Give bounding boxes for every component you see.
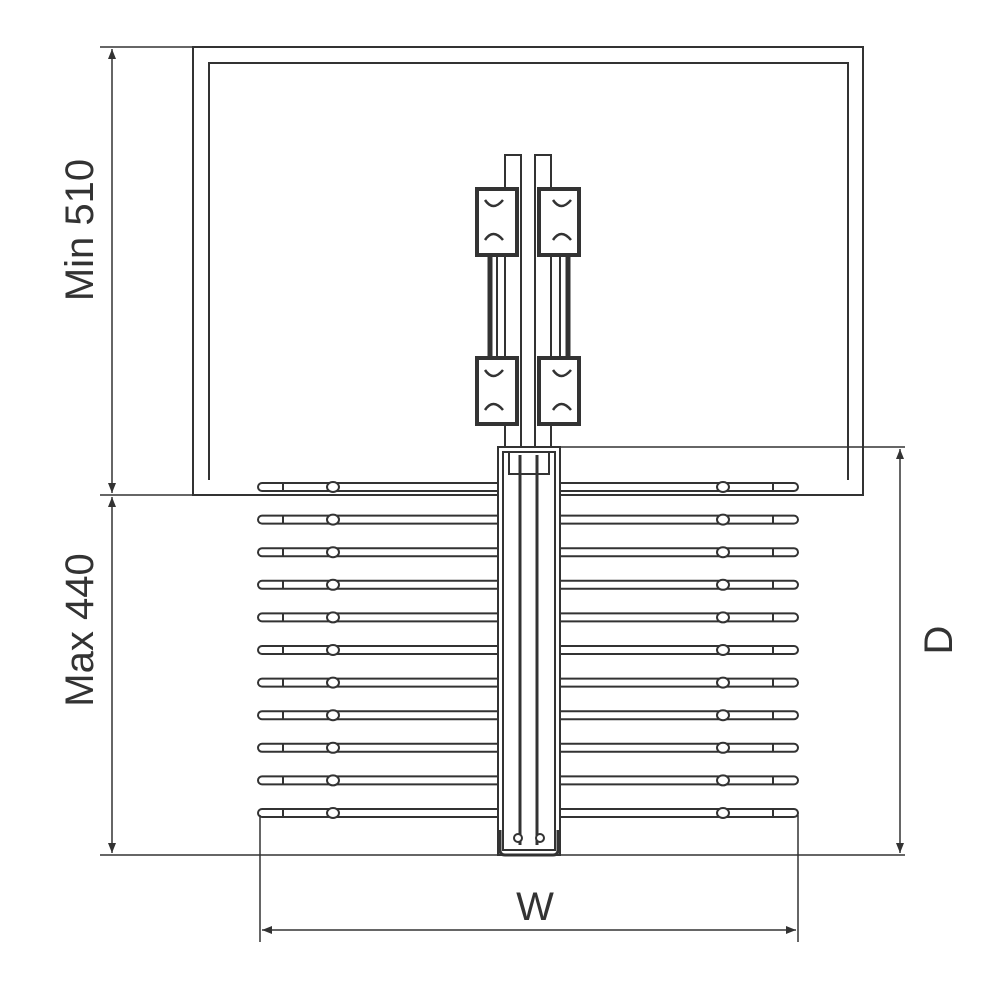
rod-clip <box>326 676 340 689</box>
min-510-label: Min 510 <box>58 159 102 301</box>
rod-clip <box>326 546 340 559</box>
rod-clip <box>716 513 730 526</box>
width-label: W <box>516 885 554 929</box>
rod-clip <box>326 644 340 656</box>
depth-label: D <box>917 626 961 655</box>
rod-clip <box>326 481 340 493</box>
rod-clip <box>326 578 340 591</box>
center-column <box>497 446 561 857</box>
rod-clip <box>716 481 730 493</box>
rod-clip <box>326 807 340 819</box>
slide-mechanism <box>475 154 581 448</box>
rod-clip <box>326 774 340 787</box>
rod-clip <box>716 807 730 819</box>
rod-clip <box>716 644 730 656</box>
rod-clip <box>326 741 340 754</box>
rod-clip <box>716 676 730 689</box>
dimension-lines <box>100 46 905 942</box>
rod-clip <box>716 578 730 591</box>
max-440-label: Max 440 <box>58 553 102 706</box>
rod-clip <box>716 611 730 624</box>
rod-clip <box>716 774 730 787</box>
rod-clip <box>326 709 340 722</box>
rod-clip <box>326 611 340 624</box>
cabinet-outline <box>192 46 864 496</box>
rod-clip <box>716 709 730 722</box>
rod-clip <box>326 513 340 526</box>
rod-clip <box>716 546 730 559</box>
rod-clip <box>716 741 730 754</box>
